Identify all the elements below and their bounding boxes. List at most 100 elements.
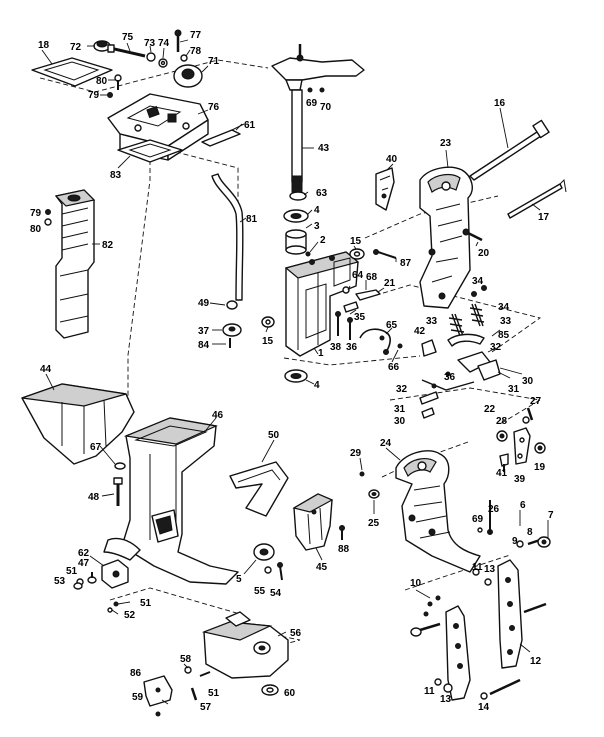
callout-32b: 32 [396, 384, 408, 395]
pins-20-87 [373, 228, 483, 262]
callout-55: 55 [254, 586, 266, 597]
part-exhaust-tube-82 [54, 189, 100, 339]
callout-78: 78 [190, 46, 202, 57]
callout-66: 66 [388, 362, 400, 373]
bushings-63-4-3-2 [283, 191, 319, 257]
callout-27: 27 [530, 396, 542, 407]
callout-12: 12 [530, 656, 542, 667]
callout-14: 14 [478, 702, 490, 713]
callout-86: 86 [130, 668, 142, 679]
part-lower-bushing-4 [284, 369, 315, 385]
callout-59: 59 [132, 692, 144, 703]
callout-56: 56 [290, 628, 302, 639]
callout-37: 37 [198, 326, 210, 337]
callout-49: 49 [198, 298, 210, 309]
callout-13b: 13 [440, 694, 452, 705]
callout-4: 4 [314, 205, 320, 216]
callout-28: 28 [496, 416, 508, 427]
part-plate-18 [31, 49, 113, 87]
part-cover-45 [292, 493, 334, 561]
callout-54: 54 [270, 588, 282, 599]
callout-36b: 36 [444, 372, 456, 383]
callout-21: 21 [384, 278, 396, 289]
callout-19: 19 [534, 462, 546, 473]
callout-33: 33 [426, 316, 438, 327]
left-small-group [73, 555, 131, 615]
callout-32: 32 [490, 342, 502, 353]
right-hardware [496, 407, 546, 472]
parts-49-37-84 [209, 300, 242, 348]
callout-65: 65 [386, 320, 398, 331]
callout-77: 77 [190, 30, 202, 41]
callout-26: 26 [488, 504, 500, 515]
callout-69b: 69 [472, 514, 484, 525]
callout-35: 35 [354, 312, 366, 323]
callout-84: 84 [198, 340, 210, 351]
callout-69: 69 [306, 98, 318, 109]
washers-15 [261, 245, 365, 333]
callout-60: 60 [284, 688, 296, 699]
small-parts-24 [359, 457, 493, 535]
callout-42: 42 [414, 326, 426, 337]
callout-18: 18 [38, 40, 50, 51]
callout-31b: 31 [394, 404, 406, 415]
callout-44: 44 [40, 364, 52, 375]
part-steering-shaft-43 [271, 44, 365, 193]
callout-83: 83 [110, 170, 122, 181]
callout-40: 40 [386, 154, 398, 165]
callout-30: 30 [522, 376, 534, 387]
callout-57: 57 [200, 702, 212, 713]
part-stern-bracket-23 [419, 149, 473, 309]
part-cable-65 [359, 327, 403, 363]
callout-70: 70 [320, 102, 332, 113]
part-link-61 [201, 123, 245, 147]
callout-53: 53 [54, 576, 66, 587]
callout-2: 2 [320, 235, 326, 246]
callout-41: 41 [496, 468, 508, 479]
callout-3: 3 [314, 221, 320, 232]
callout-62: 62 [78, 548, 90, 559]
part-swivel-bracket-1 [284, 251, 360, 357]
callout-13: 13 [484, 564, 496, 575]
callout-52: 52 [124, 610, 136, 621]
part-tube-81 [211, 173, 247, 301]
callout-15: 15 [350, 236, 362, 247]
tilt-lock-assembly [419, 285, 523, 419]
callout-23: 23 [440, 138, 452, 149]
rods-16-17 [469, 107, 567, 219]
callout-10: 10 [410, 578, 422, 589]
callout-81: 81 [246, 214, 258, 225]
callout-15b: 15 [262, 336, 274, 347]
part-latch-40 [375, 163, 395, 211]
callout-75: 75 [122, 32, 134, 43]
callout-17: 17 [538, 212, 550, 223]
callout-22: 22 [484, 404, 496, 415]
callout-79: 79 [88, 90, 100, 101]
callout-51b: 51 [140, 598, 152, 609]
callout-6: 6 [520, 500, 526, 511]
callout-4b: 4 [314, 380, 320, 391]
callout-34: 34 [472, 276, 484, 287]
parts-6-7-8-9 [516, 510, 551, 548]
callout-38: 38 [330, 342, 342, 353]
callout-7: 7 [548, 510, 554, 521]
part-gearcase-56 [201, 611, 289, 679]
callout-31: 31 [508, 384, 520, 395]
screws-79-80 [44, 74, 122, 226]
part-mount-71 [173, 64, 209, 88]
callout-51: 51 [66, 566, 78, 577]
callout-45: 45 [316, 562, 328, 573]
callout-72: 72 [70, 42, 82, 53]
callout-24: 24 [380, 438, 392, 449]
callout-48: 48 [88, 492, 100, 503]
small-parts-swivel [335, 280, 385, 340]
callout-88: 88 [338, 544, 350, 555]
callout-80: 80 [96, 76, 108, 87]
part-seal-50 [229, 439, 289, 517]
callout-29: 29 [350, 448, 362, 459]
callout-87: 87 [400, 258, 412, 269]
callout-85: 85 [498, 330, 510, 341]
callout-36: 36 [346, 342, 358, 353]
part-cover-44 [21, 373, 135, 465]
callout-61: 61 [244, 120, 256, 131]
